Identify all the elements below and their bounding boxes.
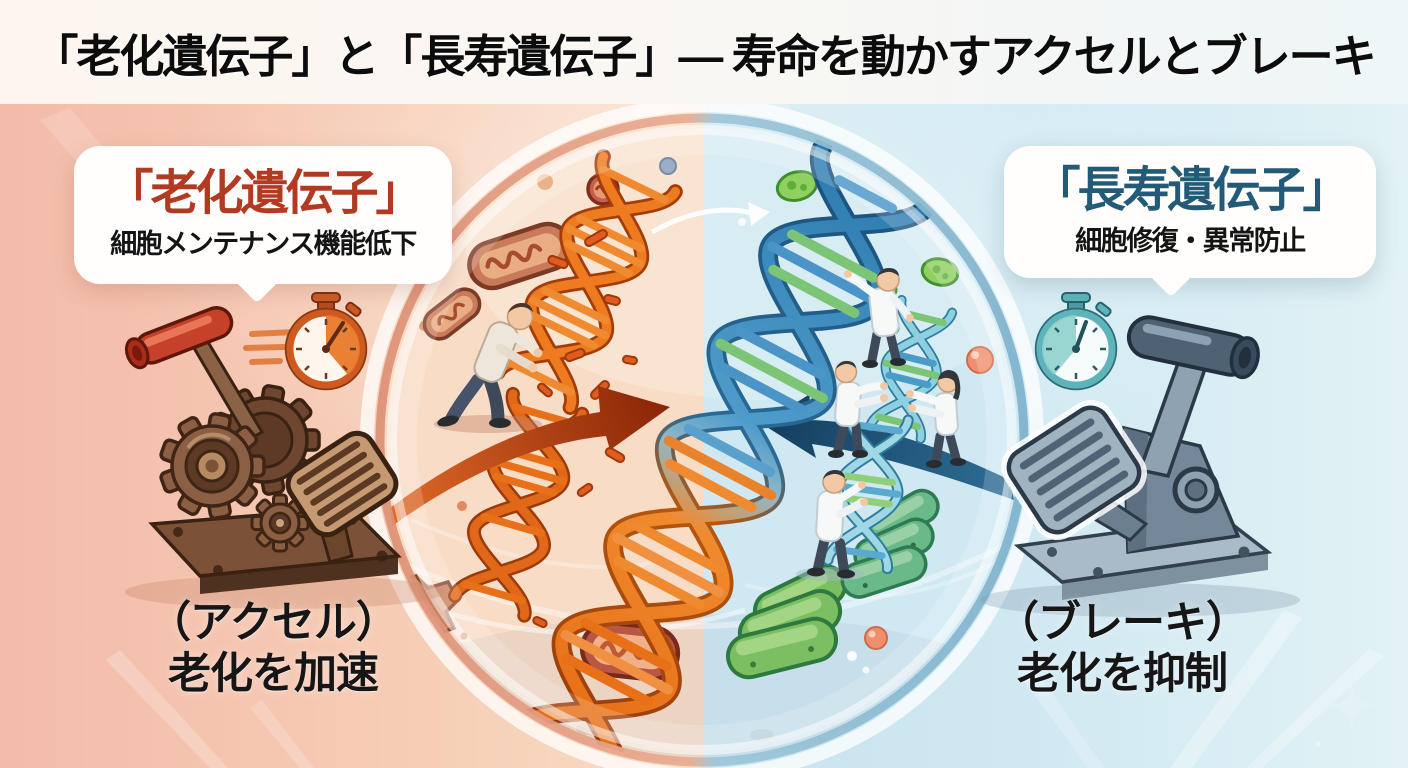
page-title: 「老化遺伝子」と「長寿遺伝子」― 寿命を動かすアクセルとブレーキ	[33, 30, 1376, 82]
mitochondrion-small	[422, 287, 482, 341]
repair-scientist-climbing	[844, 268, 914, 368]
aging-gene-subtitle: 細胞メンテナンス機能低下	[110, 229, 417, 260]
small-dna-helix	[865, 295, 958, 444]
longevity-caption: （ブレーキ） 老化を抑制	[950, 598, 1294, 699]
stopwatch-fast	[284, 292, 368, 391]
accelerator-lever-machine	[124, 292, 445, 609]
sparkle-dot	[1315, 741, 1321, 747]
green-organelle	[920, 257, 960, 287]
brake-housing	[1122, 425, 1241, 555]
aging-gene-label-bubble: 「老化遺伝子」 細胞メンテナンス機能低下	[74, 146, 452, 304]
stopwatch-slow	[1034, 292, 1118, 391]
machine-shadow	[980, 583, 1300, 617]
brake-lever-handle	[1126, 315, 1260, 380]
repair-scientist-pair-male	[828, 360, 888, 458]
nutrient-sphere	[864, 346, 994, 650]
repair-arrow-white	[650, 202, 770, 235]
aging-gene-title: 「老化遺伝子」	[105, 166, 423, 220]
cell	[360, 98, 1044, 768]
longevity-gene-title: 「長寿遺伝子」	[1032, 163, 1350, 217]
aging-caption-effect: 老化を加速	[168, 649, 379, 698]
vesicle-dot	[659, 157, 677, 175]
green-organelle-stack	[726, 564, 848, 680]
accelerator-lever	[124, 305, 234, 370]
brake-pedal	[1000, 399, 1148, 541]
green-organelle	[775, 170, 819, 202]
mitochondrion-large	[467, 221, 573, 291]
repair-scientist-lower	[796, 470, 868, 581]
aging-caption-role: （アクセル）	[148, 599, 399, 647]
longevity-caption-role: （ブレーキ）	[996, 599, 1249, 647]
brake-lever-machine	[980, 292, 1300, 617]
aging-caption: （アクセル） 老化を加速	[106, 598, 440, 699]
longevity-gene-label-bubble: 「長寿遺伝子」 細胞修復・異常防止	[1004, 146, 1376, 298]
gear-small	[250, 493, 310, 553]
repair-scientist-pair-female	[906, 370, 966, 468]
longevity-caption-effect: 老化を抑制	[1017, 649, 1228, 698]
title-bar: 「老化遺伝子」と「長寿遺伝子」― 寿命を動かすアクセルとブレーキ	[0, 0, 1408, 104]
longevity-gene-subtitle: 細胞修復・異常防止	[1075, 226, 1306, 257]
sparkle-icon	[1328, 682, 1376, 730]
gear-front	[159, 412, 266, 520]
accelerate-arrow	[390, 386, 670, 526]
struggling-person	[434, 303, 543, 433]
accelerator-pedal	[285, 430, 399, 538]
